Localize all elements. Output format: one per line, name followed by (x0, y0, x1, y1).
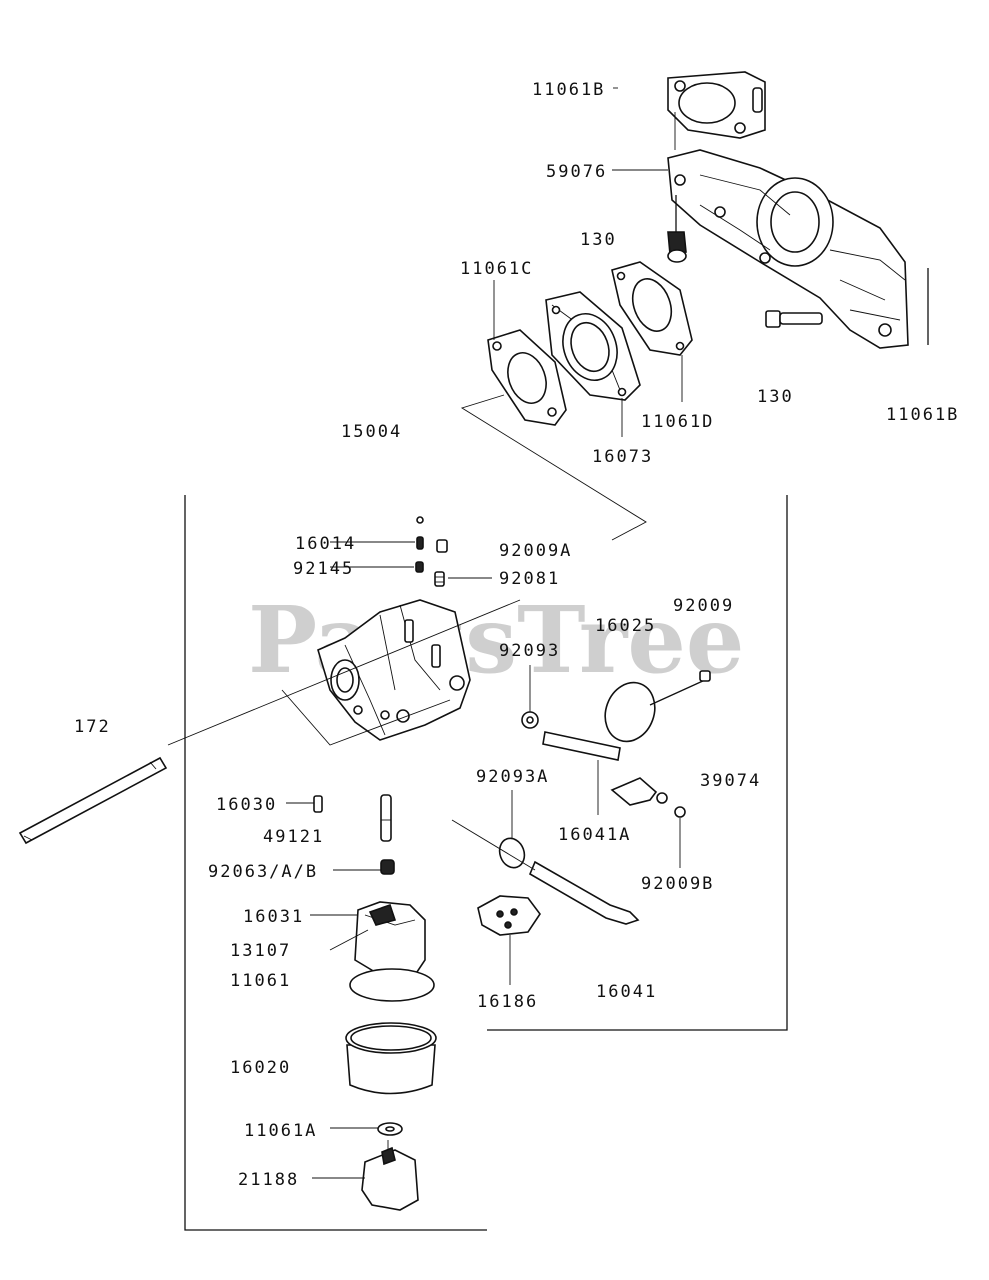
label-59076: 59076 (546, 162, 607, 182)
pin-16030 (313, 795, 323, 813)
choke-valve-16186 (477, 895, 541, 936)
gasket-11061C (487, 329, 567, 426)
intake-manifold (667, 149, 929, 349)
label-92093: 92093 (499, 641, 560, 661)
throttle-shaft-16041A (542, 731, 621, 761)
bolt-130-top (667, 195, 687, 263)
float-pin-13107 (329, 929, 369, 951)
jet-16014 (416, 516, 424, 550)
label-92009A: 92009A (499, 541, 572, 561)
float-bowl-16020 (345, 1022, 437, 1095)
watermark: PartsTree (248, 586, 744, 694)
label-11061A: 11061A (244, 1121, 317, 1141)
gasket-11061D (611, 261, 693, 356)
label-16030: 16030 (216, 795, 277, 815)
spring-92081 (434, 571, 445, 587)
stud-172 (18, 756, 168, 845)
label-16025: 16025 (595, 616, 656, 636)
label-130-top: 130 (580, 230, 617, 250)
label-92093A: 92093A (476, 767, 549, 787)
label-92009B: 92009B (641, 874, 714, 894)
gasket-11061B-top (667, 71, 766, 139)
seal-92093A (498, 837, 526, 869)
screw-92009 (649, 670, 711, 706)
part-labels: 11061B 59076 130 11061C 130 11061B 11061… (74, 80, 959, 1190)
label-92063-a-b: 92063/A/B (208, 862, 318, 882)
float-16031 (354, 901, 426, 976)
label-16186: 16186 (477, 992, 538, 1012)
needle-49121 (380, 794, 392, 842)
seal-92093 (521, 711, 539, 729)
label-16020: 16020 (230, 1058, 291, 1078)
label-11061B-top: 11061B (532, 80, 605, 100)
label-16014: 16014 (295, 534, 356, 554)
label-21188: 21188 (238, 1170, 299, 1190)
label-16073: 16073 (592, 447, 653, 467)
label-11061D: 11061D (641, 412, 714, 432)
label-92081: 92081 (499, 569, 560, 589)
carburetor-body-15004 (317, 599, 471, 741)
bolt-130-right (765, 310, 823, 328)
label-16041A: 16041A (558, 825, 631, 845)
label-92145: 92145 (293, 559, 354, 579)
label-49121: 49121 (263, 827, 324, 847)
leader-lines (167, 87, 683, 1179)
label-15004: 15004 (341, 422, 402, 442)
label-11061C: 11061C (460, 259, 533, 279)
washer-11061A (377, 1122, 403, 1136)
label-92009: 92009 (673, 596, 734, 616)
choke-shaft-16041 (528, 860, 640, 925)
screw-92009B (674, 806, 686, 818)
solenoid-21188 (361, 1140, 419, 1211)
label-11061B-right: 11061B (886, 405, 959, 425)
label-130-right: 130 (757, 387, 794, 407)
lever-39074 (610, 777, 668, 806)
label-172: 172 (74, 717, 111, 737)
screw-92009A (436, 539, 448, 553)
assembly-frame (184, 495, 788, 1231)
bowl-gasket-11061 (349, 968, 435, 1002)
insulator-16073 (545, 291, 641, 401)
spring-92145 (415, 561, 424, 573)
label-11061: 11061 (230, 971, 291, 991)
label-16041: 16041 (596, 982, 657, 1002)
label-39074: 39074 (700, 771, 761, 791)
throttle-valve-16025 (604, 681, 656, 743)
screw-92063 (380, 859, 395, 875)
label-16031: 16031 (243, 907, 304, 927)
label-13107: 13107 (230, 941, 291, 961)
